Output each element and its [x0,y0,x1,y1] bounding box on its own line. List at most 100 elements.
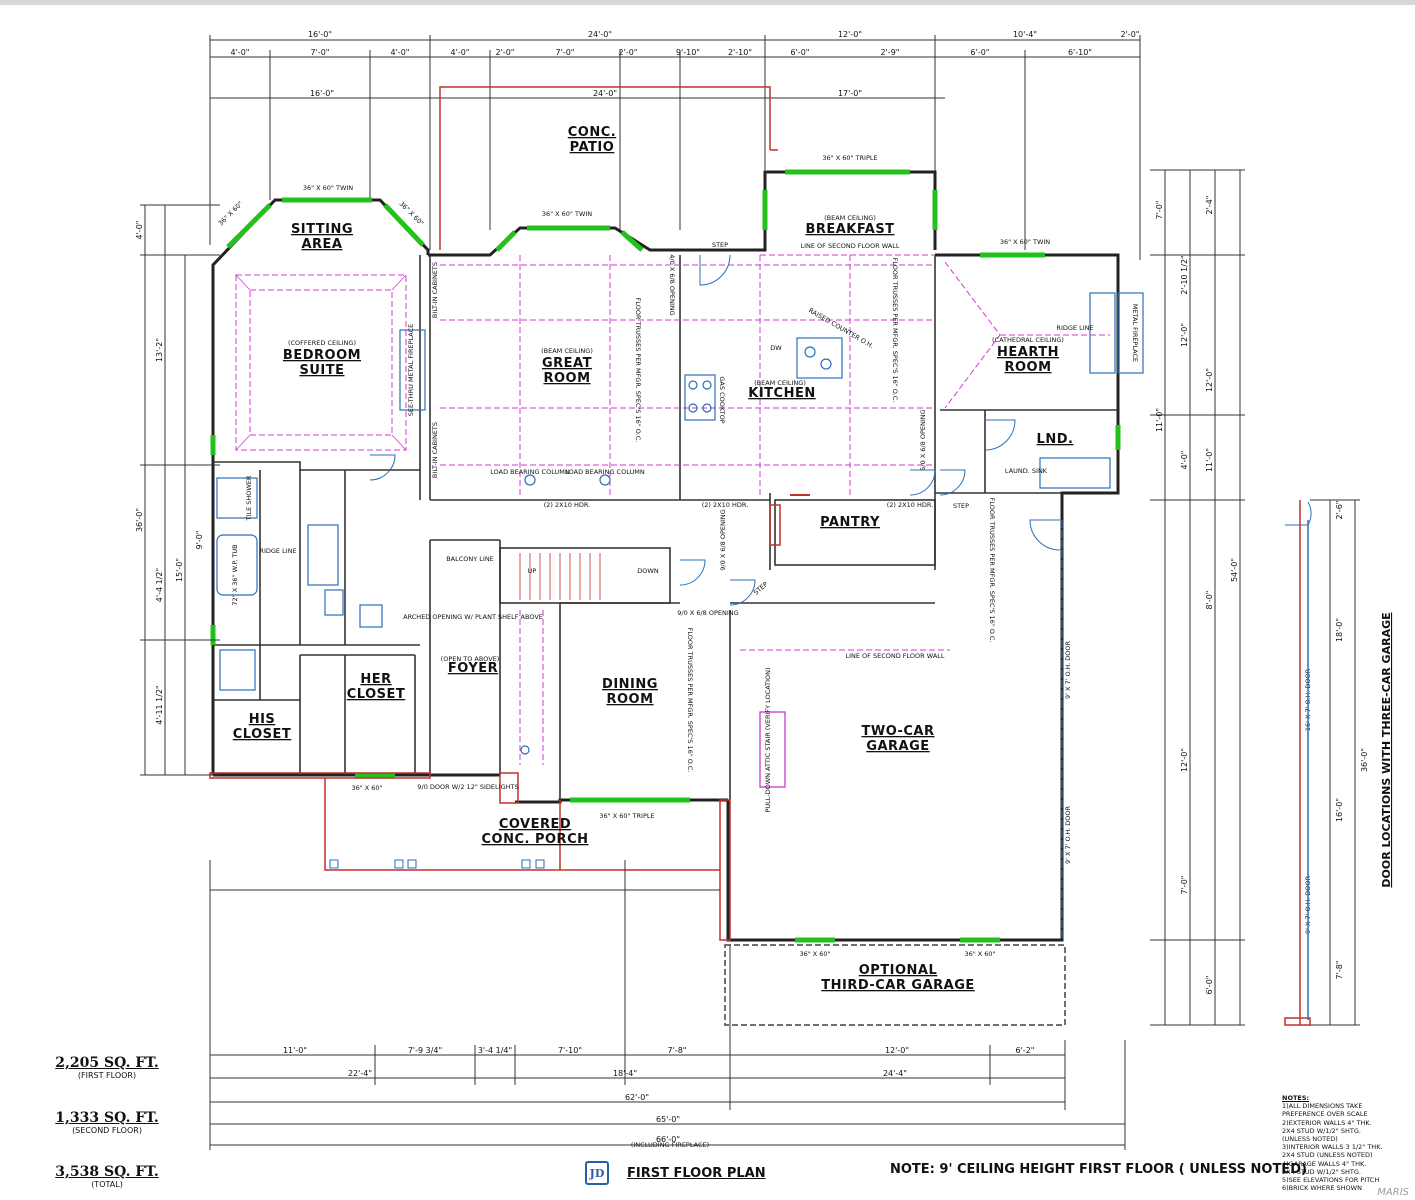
ceiling-lines [235,254,1110,765]
dim-right-11: 11'-0" [1205,448,1214,472]
dim-top-1: 16'-0" [308,30,332,39]
great-room-label-1: GREAT [542,356,592,371]
right-dimension-text: 7'-0" 12'-0" 4'-0" 7'-0" 12'-0" 2'-10 1/… [1155,196,1369,995]
dim-top-2: 24'-0" [588,30,612,39]
callout-balcony-line: BALCONY LINE [446,555,494,563]
dim-bottom-total-2: 65'-0" [656,1115,680,1124]
patio-label-2: PATIO [570,140,615,155]
sitting-area-label-1: SITTING [291,222,353,237]
interior-walls [213,255,1118,800]
callout-bilt-in-2: BILT-IN CABINETS [431,422,439,478]
windows [210,169,1121,943]
callout-pull-down: PULL-DOWN ATTIC STAIR (VERIFY LOCATION) [764,667,772,812]
dim-top-5: 2'-0" [1121,30,1140,39]
plan-title: FIRST FLOOR PLAN [627,1165,766,1181]
dim-bottom-3: 3'-4 1/4" [478,1046,512,1055]
area-second-label: (SECOND FLOOR) [72,1126,142,1135]
door-swings [369,254,1312,606]
callout-garage-window-r: 36" X 60" [964,950,995,958]
fixtures [216,292,1144,940]
area-total: 3,538 SQ. FT. (TOTAL) [52,1164,162,1189]
see-thru-fireplace [399,329,426,411]
hearth-fireplace [1089,292,1116,374]
ceiling-height-note: NOTE: 9' CEILING HEIGHT FIRST FLOOR ( UN… [890,1162,1307,1177]
laundry-sink [1039,457,1111,489]
callout-ridge-line: RIDGE LINE [1056,324,1093,332]
garage-label-1: TWO-CAR [861,724,934,739]
dim-left-3: 15'-0" [175,558,184,582]
callout-opening-2: 5/0 X 6/8 OPENING [919,409,927,470]
callout-sitting-window: 36" X 60" TWIN [303,184,353,192]
designer-logo-icon: JD [585,1161,609,1185]
tub-fixture [216,534,258,596]
kitchen-ceiling-label: (BEAM CEILING) [754,379,806,387]
callout-floor-trusses-3: FLOOR TRUSSES PER MFGR. SPEC'S 16" O.C. [988,498,996,643]
dim-right-3: 4'-0" [1180,451,1189,470]
cooktop [684,374,716,421]
dim-left-5: 4'-11 1/2" [155,685,164,724]
dim-bottom-5: 7'-8" [668,1046,687,1055]
callout-laund-sink: LAUND. SINK [1005,467,1048,475]
callout-dining-window: 36" X 60" TRIPLE [599,812,654,820]
callout-load-bearing-2: LOAD BEARING COLUMN [565,468,645,476]
stair-treads [519,553,601,600]
callout-door-9-0: 9/0 DOOR W/2 12" SIDELIGHTS [417,783,518,791]
callout-sitting-side-l: 36" X 60" [217,200,245,228]
kitchen-label: KITCHEN [748,386,815,401]
dim-detail-5: 2'-0" [496,48,515,57]
third-garage-label-1: OPTIONAL [859,963,938,978]
laundry-label: LND. [1037,432,1074,447]
note-line: 2X4 STUD W/1/2" SHTG. [1282,1126,1361,1135]
door-locations-title: DOOR LOCATIONS WITH THREE-CAR GARAGE [1380,612,1393,887]
dim-bottom-total-3: 66'-0" [656,1135,680,1144]
shower-fixture [216,477,258,519]
dim-right-10: 2'-4" [1205,196,1214,215]
callout-up: UP [528,567,537,575]
hearth-fireplace-box [1117,292,1144,374]
note-line: 4)GARAGE WALLS 4" THK. [1282,1159,1367,1168]
callout-bilt-in-1: BILT-IN CABINETS [431,262,439,318]
dim-room-3: 17'-0" [838,89,862,98]
callout-second-floor-wall-2: LINE OF SECOND FLOOR WALL [845,652,944,660]
area-second-floor: 1,333 SQ. FT. (SECOND FLOOR) [52,1110,162,1135]
right-dimension-lines [1150,169,1360,1026]
callout-gas-cooktop: GAS COOKTOP [718,376,726,423]
top-border [0,0,1415,5]
his-closet-label-2: CLOSET [233,727,292,742]
callouts: 36" X 60" TWIN 36" X 60" 36" X 60" 36" X… [217,154,1312,1149]
her-closet-label-2: CLOSET [347,687,406,702]
area-second-value: 1,333 SQ. FT. [55,1110,159,1126]
dim-detail-8: 9'-10" [676,48,700,57]
dim-detail-1: 4'-0" [231,48,250,57]
dim-bottom-6: 12'-0" [885,1046,909,1055]
dim-detail-2: 7'-0" [311,48,330,57]
area-total-value: 3,538 SQ. FT. [55,1164,159,1180]
kitchen-sink [796,337,843,379]
brick-and-porch [209,149,1311,1026]
callout-arched-opening: ARCHED OPENING W/ PLANT SHELF ABOVE [403,613,543,621]
sitting-area-label-2: AREA [301,237,342,252]
note-line: (UNLESS NOTED) [1282,1135,1338,1144]
callout-floor-trusses-2: FLOOR TRUSSES PER MFGR. SPEC'S 16" O.C. [891,258,899,403]
dim-top-4: 10'-4" [1013,30,1037,39]
callout-opening-4: 4/0 X 6/8 OPENING [668,254,676,315]
toilet-area [219,649,256,691]
callout-load-bearing-1: LOAD BEARING COLUMN [490,468,570,476]
callout-metal-fireplace: METAL FIREPLACE [1131,304,1139,362]
dim-bottom-2: 7'-9 3/4" [408,1046,442,1055]
note-line: 2)EXTERIOR WALLS 4" THK. [1282,1118,1372,1127]
dim-detail-11: 2'-9" [881,48,900,57]
porch-label-1: COVERED [499,817,571,832]
note-line: 3)INTERIOR WALLS 3 1/2" THK. [1282,1143,1383,1152]
area-first-value: 2,205 SQ. FT. [55,1055,159,1071]
patio-outline: CONC. PATIO [439,86,771,250]
bottom-dimension-text: 11'-0" 7'-9 3/4" 3'-4 1/4" 7'-10" 7'-8" … [283,1046,1035,1144]
breakfast-label: BREAKFAST [805,222,894,237]
dim-right-total: 54'-0" [1230,558,1239,582]
callout-breakfast-window: 36" X 60" TRIPLE [822,154,877,162]
callout-garage-window-l: 36" X 60" [799,950,830,958]
pantry-label: PANTRY [820,515,880,530]
dim-left-7: 9'-0" [195,531,204,550]
third-garage-label-2: THIRD-CAR GARAGE [821,978,975,993]
top-dimension-text: 16'-0" 24'-0" 12'-0" 10'-4" 2'-0" 4'-0" … [231,30,1140,98]
